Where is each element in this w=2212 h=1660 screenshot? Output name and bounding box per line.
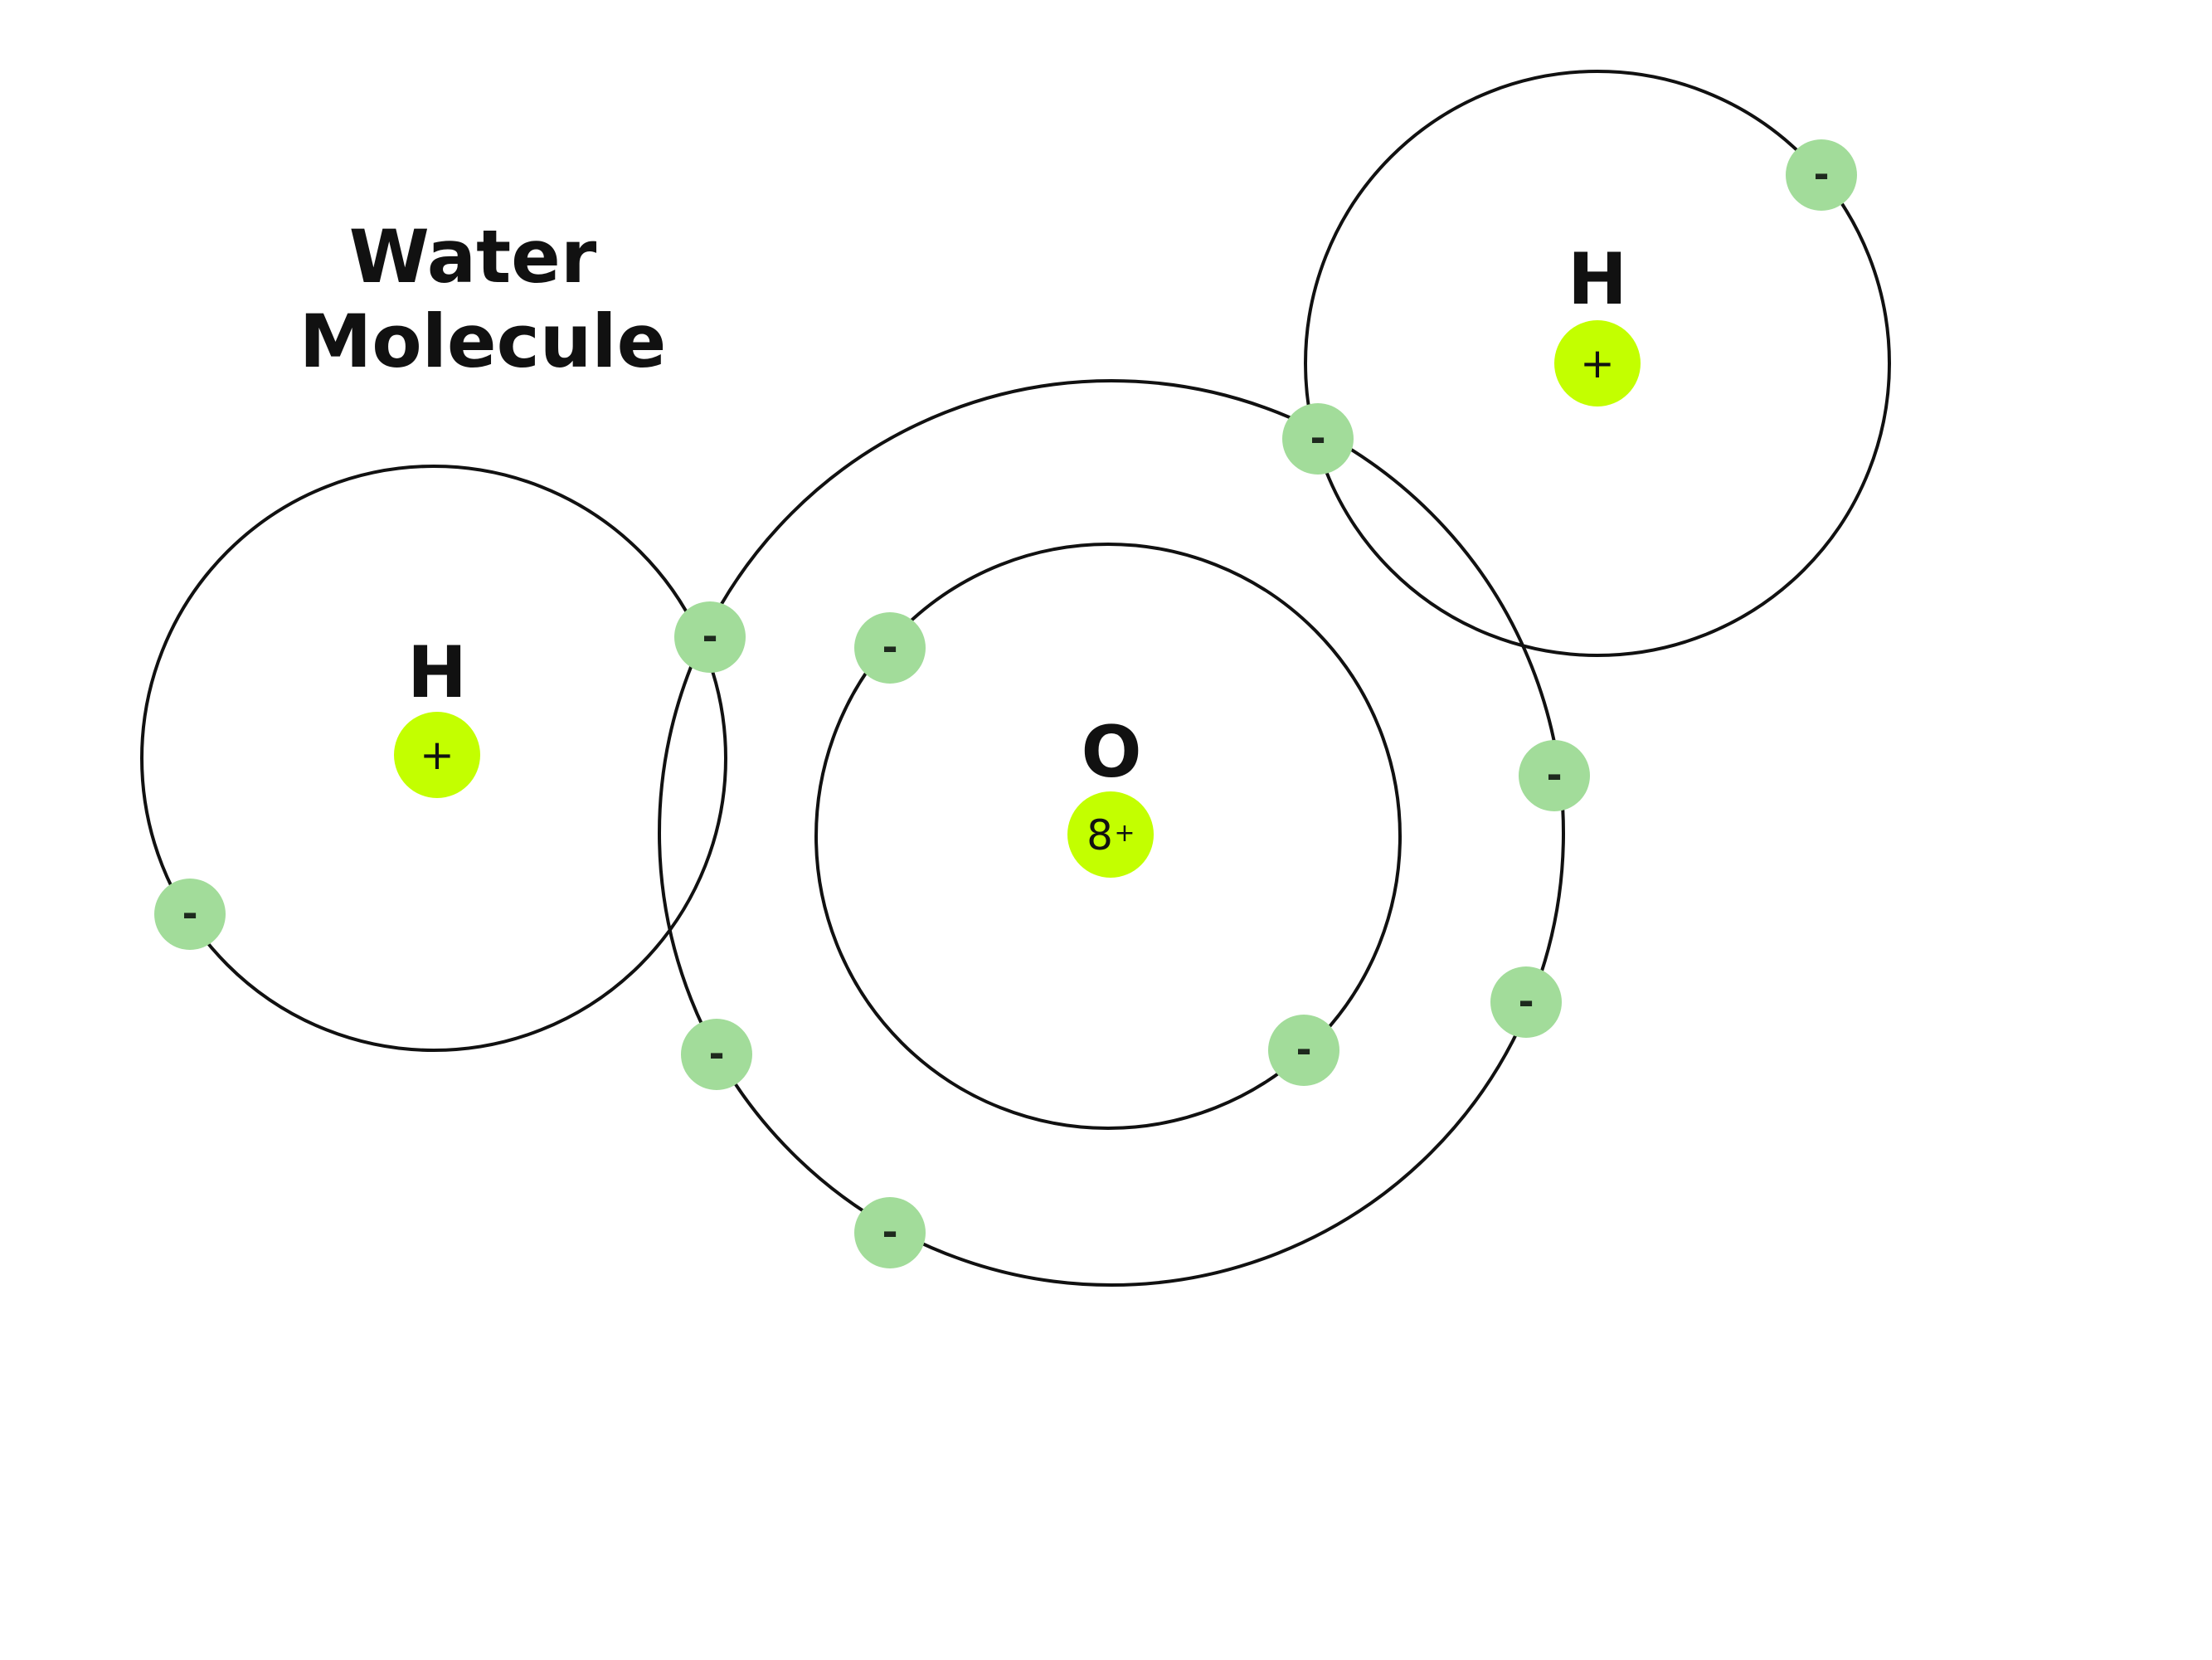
electron-sign: - xyxy=(882,625,897,669)
electron-disc xyxy=(1490,966,1562,1038)
hydrogen-left-nucleus-disc xyxy=(394,712,480,798)
electron-disc xyxy=(681,1019,752,1090)
hydrogen-right-charge: + xyxy=(1580,339,1615,387)
oxygen-inner-shell xyxy=(814,543,1402,1130)
oxygen-charge-sign: + xyxy=(1114,819,1135,848)
electron-sign: - xyxy=(182,891,197,936)
hydrogen-atom-left: H + xyxy=(394,631,480,798)
electron: - xyxy=(1268,1015,1339,1086)
electron: - xyxy=(854,612,926,684)
electron-disc xyxy=(854,1197,926,1268)
electron-sign: - xyxy=(882,1210,897,1254)
electron-sign: - xyxy=(1546,752,1562,797)
electron: - xyxy=(1282,403,1354,475)
electron: - xyxy=(1786,139,1857,211)
electron: - xyxy=(674,601,746,673)
hydrogen-left-shell xyxy=(140,465,727,1052)
oxygen-atom: O 8 + xyxy=(1067,711,1154,878)
hydrogen-left-symbol: H xyxy=(407,631,467,714)
electron: - xyxy=(681,1019,752,1090)
oxygen-nucleus-disc xyxy=(1067,791,1154,878)
electron: - xyxy=(854,1197,926,1268)
electron-disc xyxy=(674,601,746,673)
hydrogen-left-nucleus: + xyxy=(394,712,480,798)
hydrogen-atom-right: H + xyxy=(1554,238,1641,406)
electron-disc xyxy=(154,879,226,950)
electron: - xyxy=(1519,740,1590,811)
electron-disc xyxy=(854,612,926,684)
hydrogen-left-charge: + xyxy=(420,731,455,779)
electron-sign: - xyxy=(1310,416,1325,460)
electron-sign: - xyxy=(1813,152,1829,197)
oxygen-symbol: O xyxy=(1081,711,1141,794)
electron-disc xyxy=(1282,403,1354,475)
electrons: - - - - - - - - xyxy=(154,139,1857,1268)
electron-disc xyxy=(1519,740,1590,811)
electron-disc xyxy=(1786,139,1857,211)
hydrogen-right-nucleus: + xyxy=(1554,320,1641,406)
electron-sign: - xyxy=(708,1031,724,1076)
oxygen-nucleus: 8 + xyxy=(1067,791,1154,878)
hydrogen-right-symbol: H xyxy=(1568,238,1627,321)
electron-sign: - xyxy=(1518,979,1534,1024)
electron-disc xyxy=(1268,1015,1339,1086)
title-line-1: Water xyxy=(349,214,597,299)
orbit-shells xyxy=(140,70,1891,1287)
hydrogen-right-nucleus-disc xyxy=(1554,320,1641,406)
electron-sign: - xyxy=(702,614,717,659)
title-line-2: Molecule xyxy=(299,299,667,384)
oxygen-charge-number: 8 xyxy=(1087,811,1113,859)
diagram-title: Water Molecule xyxy=(299,214,667,384)
hydrogen-right-shell xyxy=(1304,70,1891,657)
electron: - xyxy=(1490,966,1562,1038)
electron-sign: - xyxy=(1296,1027,1311,1072)
oxygen-outer-shell xyxy=(658,379,1565,1287)
electron: - xyxy=(154,879,226,950)
